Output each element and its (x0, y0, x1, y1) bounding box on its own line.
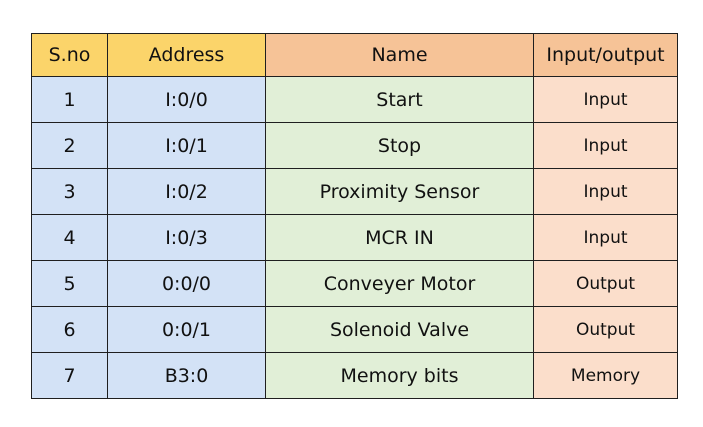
table-row: 4 I:0/3 MCR IN Input (31, 214, 678, 261)
table-header-row: S.no Address Name Input/output (31, 33, 678, 77)
cell-sno: 7 (31, 352, 108, 399)
cell-input-output: Memory (533, 352, 678, 399)
cell-sno: 1 (31, 76, 108, 123)
table-row: 5 0:0/0 Conveyer Motor Output (31, 260, 678, 307)
io-address-table: S.no Address Name Input/output 1 I:0/0 S… (31, 33, 678, 399)
table-row: 3 I:0/2 Proximity Sensor Input (31, 168, 678, 215)
cell-name: Conveyer Motor (265, 260, 534, 307)
cell-name: Start (265, 76, 534, 123)
header-address: Address (107, 33, 266, 77)
header-input-output: Input/output (533, 33, 678, 77)
header-sno: S.no (31, 33, 108, 77)
cell-address: I:0/0 (107, 76, 266, 123)
cell-input-output: Output (533, 306, 678, 353)
cell-address: 0:0/0 (107, 260, 266, 307)
cell-address: I:0/3 (107, 214, 266, 261)
cell-input-output: Output (533, 260, 678, 307)
table-row: 7 B3:0 Memory bits Memory (31, 352, 678, 399)
cell-sno: 2 (31, 122, 108, 169)
table-row: 6 0:0/1 Solenoid Valve Output (31, 306, 678, 353)
cell-name: Memory bits (265, 352, 534, 399)
cell-sno: 4 (31, 214, 108, 261)
cell-sno: 6 (31, 306, 108, 353)
cell-address: I:0/2 (107, 168, 266, 215)
table-row: 1 I:0/0 Start Input (31, 76, 678, 123)
cell-sno: 5 (31, 260, 108, 307)
cell-address: 0:0/1 (107, 306, 266, 353)
cell-name: MCR IN (265, 214, 534, 261)
cell-input-output: Input (533, 168, 678, 215)
cell-sno: 3 (31, 168, 108, 215)
cell-name: Solenoid Valve (265, 306, 534, 353)
header-name: Name (265, 33, 534, 77)
cell-name: Proximity Sensor (265, 168, 534, 215)
cell-name: Stop (265, 122, 534, 169)
cell-address: I:0/1 (107, 122, 266, 169)
cell-input-output: Input (533, 76, 678, 123)
table-row: 2 I:0/1 Stop Input (31, 122, 678, 169)
cell-address: B3:0 (107, 352, 266, 399)
cell-input-output: Input (533, 122, 678, 169)
cell-input-output: Input (533, 214, 678, 261)
